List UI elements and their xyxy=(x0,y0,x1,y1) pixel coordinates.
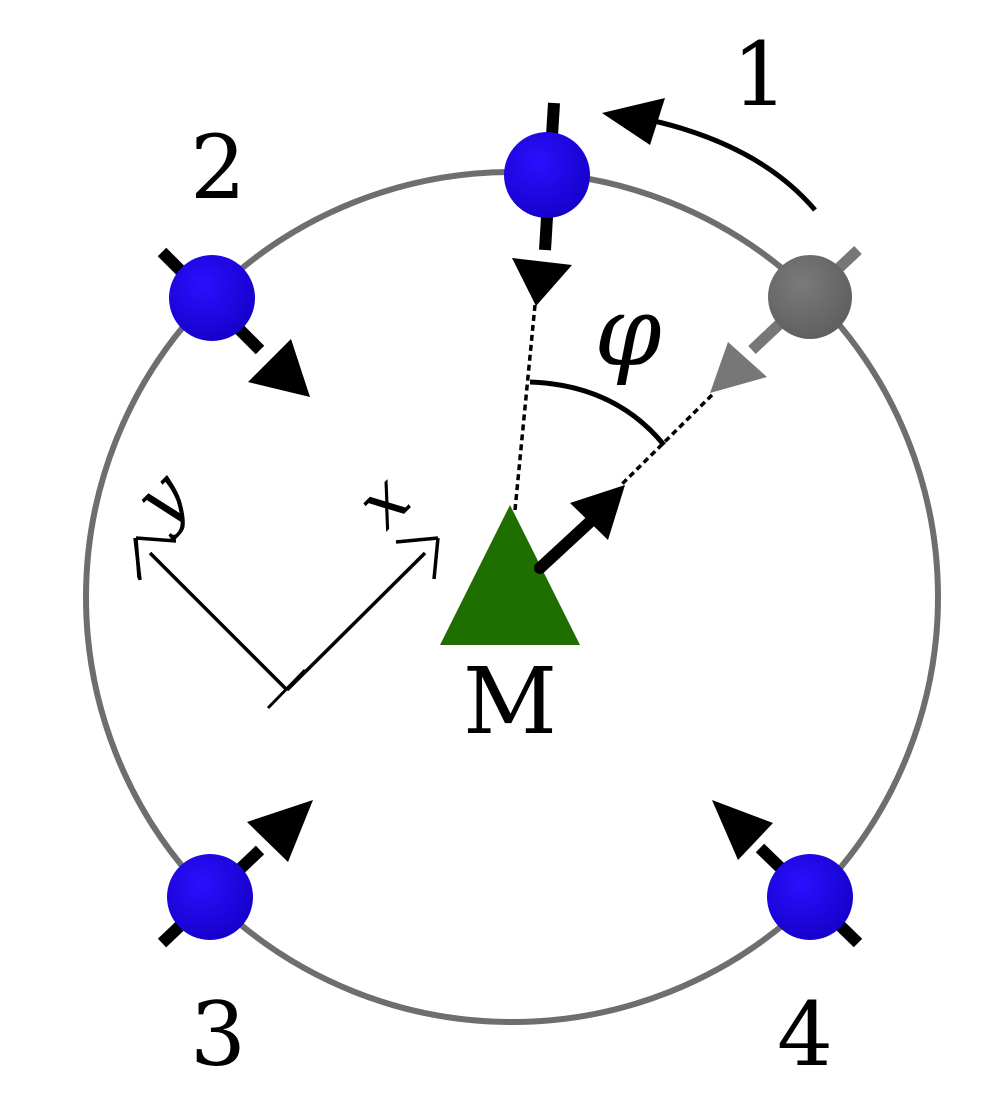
site-3 xyxy=(157,800,313,948)
rotation-arrow-head xyxy=(602,98,665,145)
center-label: M xyxy=(463,648,557,755)
site-2-label: 2 xyxy=(190,116,246,219)
reference-line-site-1 xyxy=(513,304,537,511)
site-4-label: 4 xyxy=(777,983,833,1086)
angle-label: φ xyxy=(594,276,661,388)
ghost-site xyxy=(710,245,862,393)
site-1 xyxy=(504,102,590,306)
axis-x-label: x xyxy=(340,458,426,544)
site-3-label: 3 xyxy=(190,983,246,1086)
reference-line-ghost xyxy=(618,393,714,488)
rotation-arrow xyxy=(649,117,817,212)
axis-y-label: y xyxy=(116,454,205,543)
angle-arc xyxy=(529,379,666,447)
site-4 xyxy=(712,800,863,948)
site-1-label: 1 xyxy=(732,23,788,126)
coordinate-axes xyxy=(133,536,440,710)
center-site xyxy=(440,485,625,645)
site-2 xyxy=(157,247,310,397)
